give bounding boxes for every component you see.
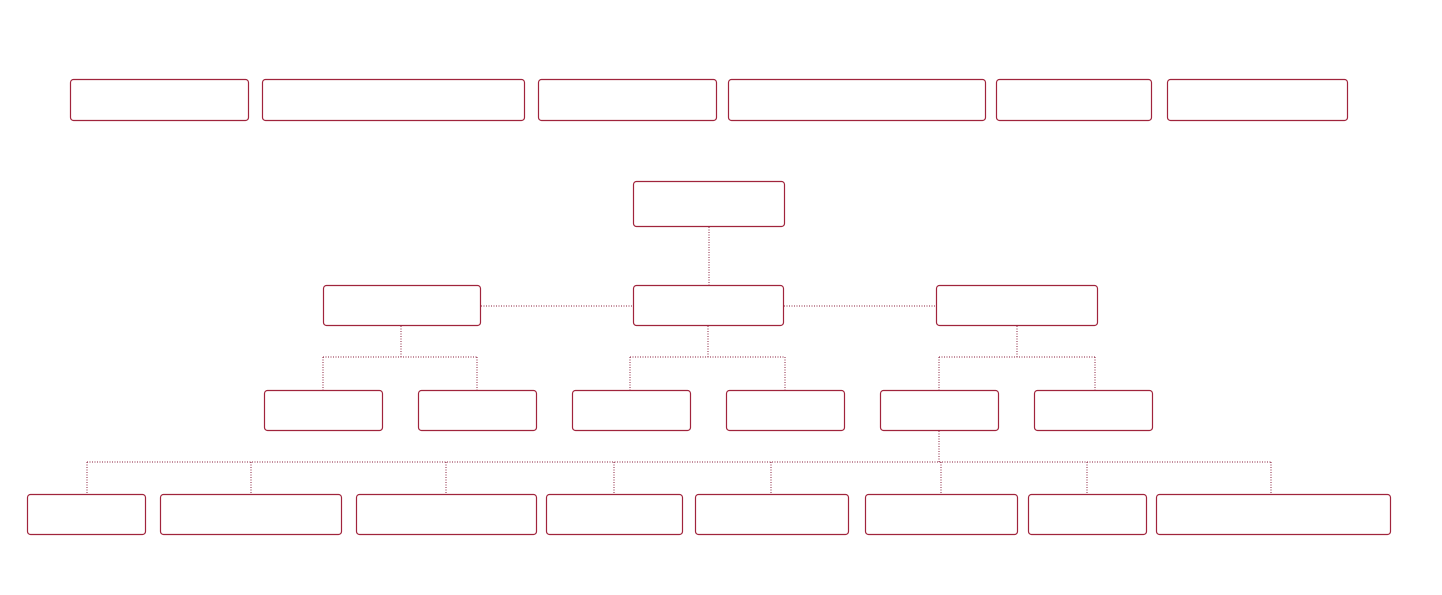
tree-node-l2: [263, 389, 384, 432]
header-row: [69, 78, 1349, 122]
tree-level-1: [322, 284, 1099, 327]
connector-l1-left-children: [322, 326, 478, 390]
tree-node-l3: [545, 493, 684, 536]
tree-node-l2: [879, 389, 1000, 432]
tree-node-l3: [355, 493, 538, 536]
header-box: [995, 78, 1153, 122]
header-box: [537, 78, 718, 122]
tree-node-l2: [571, 389, 692, 432]
connector-lines: [86, 227, 1272, 494]
tree-node-l2: [417, 389, 538, 432]
header-box: [1166, 78, 1349, 122]
tree-node-l3: [694, 493, 850, 536]
connector-l1-right-children: [938, 326, 1096, 390]
tree-node-l1: [935, 284, 1099, 327]
tree-node-l2: [1033, 389, 1154, 432]
tree-node-l1: [322, 284, 482, 327]
tree-node-l2: [725, 389, 846, 432]
tree-node-l3: [159, 493, 343, 536]
connector-l1-center-children: [629, 326, 786, 390]
header-box: [261, 78, 526, 122]
tree-level-2: [263, 389, 1154, 432]
connector-l2-to-l3: [86, 431, 1272, 494]
header-box: [69, 78, 250, 122]
tree-root-node: [632, 180, 786, 228]
tree-node-l3: [864, 493, 1019, 536]
tree-node-l3: [1155, 493, 1392, 536]
tree-node-l3: [1027, 493, 1148, 536]
tree-level-3: [26, 493, 1392, 536]
tree-node-l1: [632, 284, 785, 327]
tree-node-l3: [26, 493, 147, 536]
header-box: [727, 78, 987, 122]
